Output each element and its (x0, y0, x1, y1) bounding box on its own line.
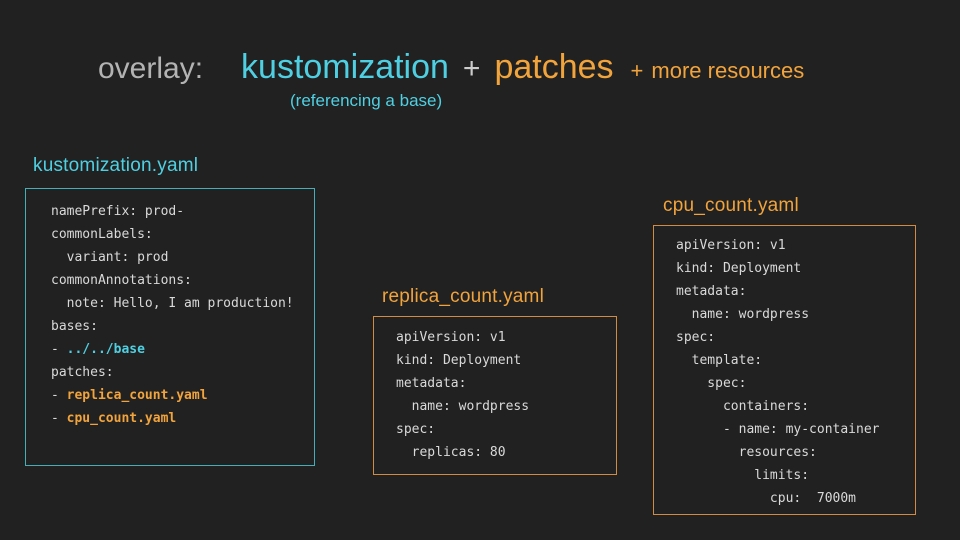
code-line: namePrefix: prod- (51, 204, 185, 219)
code-line: replicas: 80 (396, 445, 506, 460)
title-plus-sign: + (462, 52, 481, 85)
kustomization-yaml-code-box: namePrefix: prod-commonLabels: variant: … (25, 188, 315, 466)
code-line: commonLabels: (51, 227, 153, 242)
code-line: template: (676, 353, 763, 368)
code-line: kind: Deployment (676, 261, 802, 276)
title-patches-text: patches (494, 48, 614, 86)
code-line: name: wordpress (676, 307, 810, 322)
code-line: note: Hello, I am production! (51, 296, 294, 311)
title-subtitle: (referencing a base) (290, 91, 443, 110)
code-line: cpu: 7000m (676, 491, 857, 506)
code-line: metadata: (676, 284, 747, 299)
cpu-count-yaml-label: cpu_count.yaml (663, 195, 799, 216)
code-line: apiVersion: v1 (676, 238, 786, 253)
title-overlay-text: overlay: (98, 52, 204, 85)
title-more-resources-text: more resources (651, 58, 805, 83)
code-line: patches: (51, 365, 114, 380)
code-line: containers: (676, 399, 810, 414)
title-plus-sign-2: + (630, 58, 644, 83)
code-line: name: wordpress (396, 399, 530, 414)
code-line: spec: (676, 376, 747, 391)
code-line: - cpu_count.yaml (51, 411, 177, 426)
code-line: bases: (51, 319, 98, 334)
code-line: spec: (396, 422, 436, 437)
code-line: - name: my-container (676, 422, 880, 437)
title-kustomization-text: kustomization (241, 48, 449, 86)
replica-count-yaml-label: replica_count.yaml (382, 286, 545, 307)
code-line: - replica_count.yaml (51, 388, 208, 403)
code-line: variant: prod (51, 250, 169, 265)
code-line: commonAnnotations: (51, 273, 192, 288)
code-line: - ../../base (51, 342, 145, 357)
kustomization-yaml-label: kustomization.yaml (33, 155, 199, 176)
code-line: metadata: (396, 376, 467, 391)
code-line: limits: (676, 468, 810, 483)
code-line: spec: (676, 330, 716, 345)
code-line: resources: (676, 445, 817, 460)
code-line: apiVersion: v1 (396, 330, 506, 345)
code-line: kind: Deployment (396, 353, 522, 368)
slide-title: overlay: kustomization + patches + more … (98, 48, 804, 87)
